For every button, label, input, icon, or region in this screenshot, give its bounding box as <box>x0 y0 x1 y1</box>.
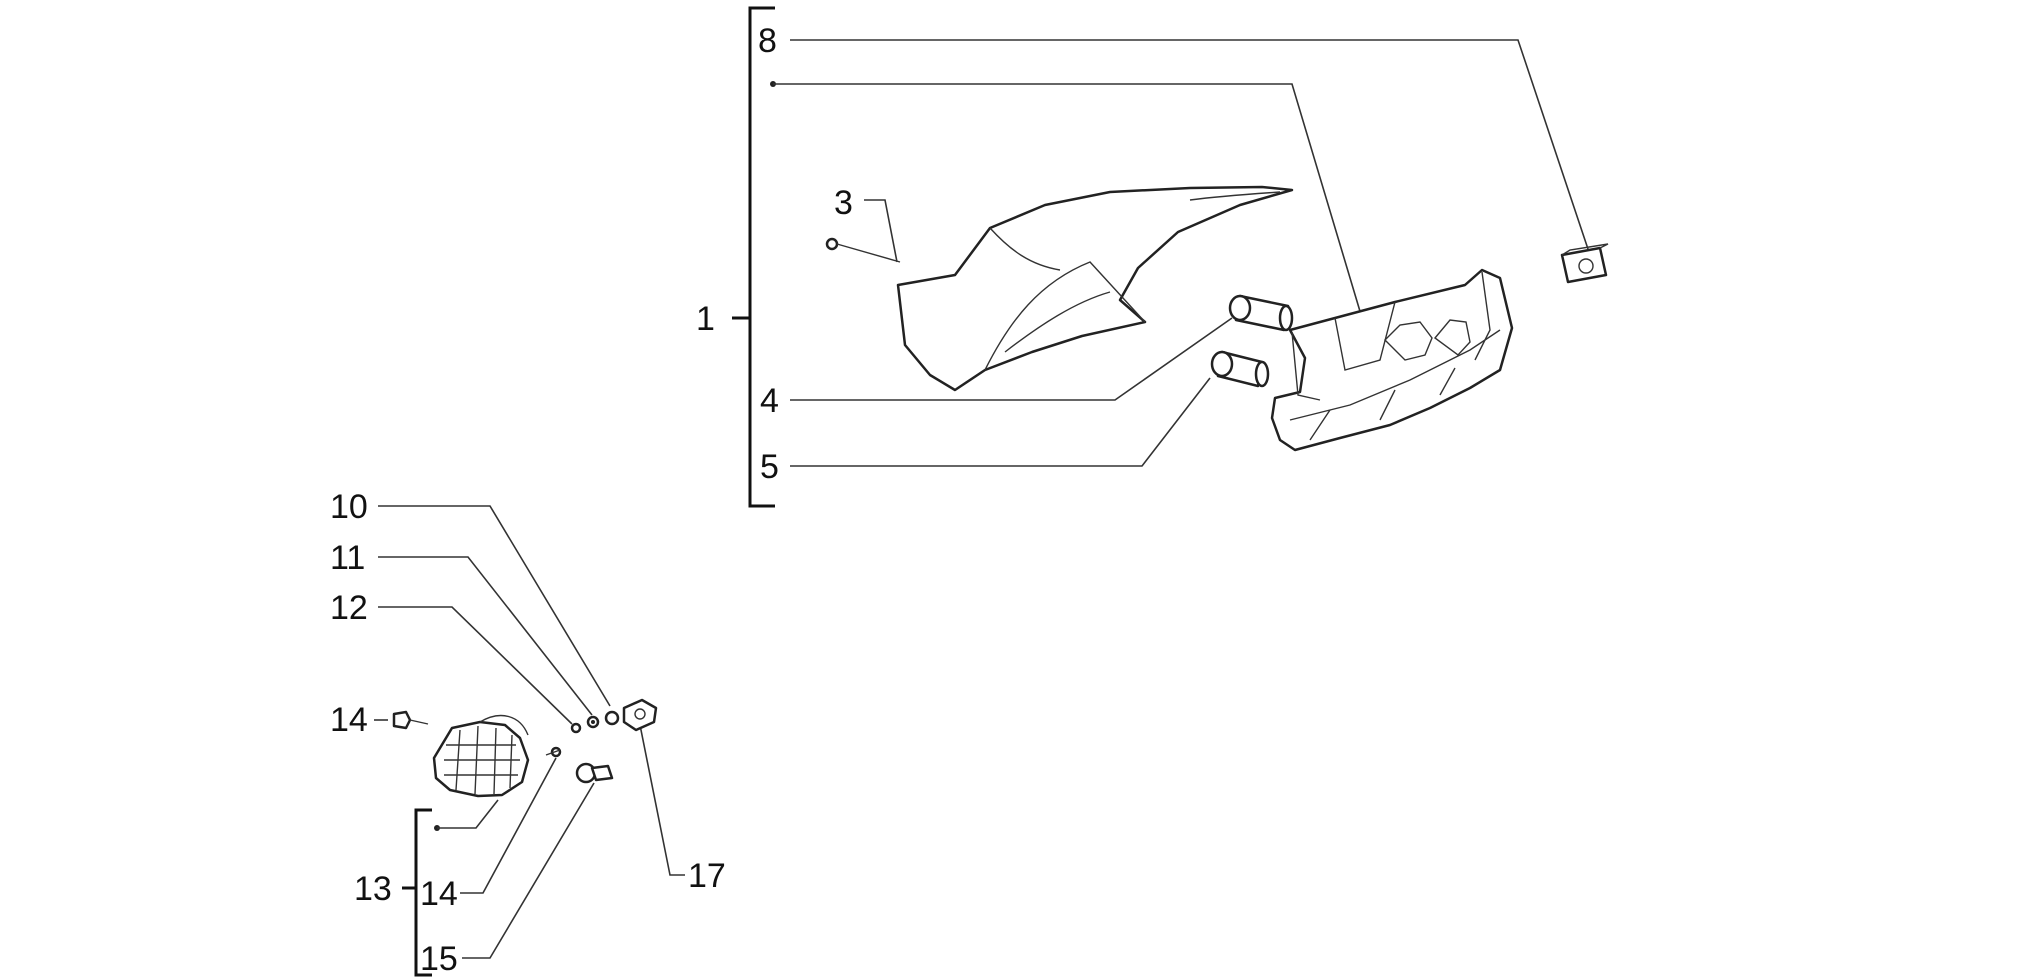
leader-17 <box>639 724 685 876</box>
callout-12: 12 <box>330 589 368 627</box>
callout-15: 15 <box>420 940 458 978</box>
light-housing-part <box>1270 268 1514 452</box>
callout-4: 4 <box>760 382 779 420</box>
leader-10 <box>378 505 611 707</box>
bulb-part-15 <box>575 762 614 784</box>
leader-15 <box>462 782 595 959</box>
callout-5: 5 <box>760 448 779 486</box>
screw-part-14a <box>392 710 429 730</box>
bulb-part-5 <box>1210 350 1270 388</box>
bulb-part-4 <box>1228 294 1294 332</box>
group-bracket-1 <box>748 6 775 508</box>
leader-4 <box>790 317 1233 401</box>
washer-part-12 <box>570 722 582 734</box>
washer-part-11 <box>586 715 600 729</box>
group-bracket-13 <box>414 808 432 977</box>
callout-3: 3 <box>834 184 853 222</box>
leader-3 <box>864 199 898 263</box>
callout-14b: 14 <box>420 875 458 913</box>
leader-12 <box>378 606 573 725</box>
screw-part-14b <box>545 746 562 758</box>
leader-11 <box>378 556 593 716</box>
clip-nut-part-8 <box>1560 243 1609 284</box>
leader-1 <box>773 83 1363 319</box>
callout-11: 11 <box>330 539 365 577</box>
callout-13: 13 <box>354 870 392 908</box>
callout-14a: 14 <box>330 701 368 739</box>
leader-5 <box>790 377 1211 467</box>
screw-part-3 <box>825 237 901 263</box>
leader-13 <box>437 799 499 829</box>
nut-part-10 <box>604 710 620 726</box>
callout-1: 1 <box>696 300 715 338</box>
callout-8: 8 <box>758 22 777 60</box>
tail-fairing-part <box>896 185 1294 392</box>
turn-signal-lens-part-13 <box>432 714 530 798</box>
lamp-holder-part-17 <box>622 698 658 732</box>
callout-17: 17 <box>688 857 726 895</box>
leader-8 <box>790 39 1591 256</box>
callout-10: 10 <box>330 488 368 526</box>
leader-14b <box>460 757 557 894</box>
